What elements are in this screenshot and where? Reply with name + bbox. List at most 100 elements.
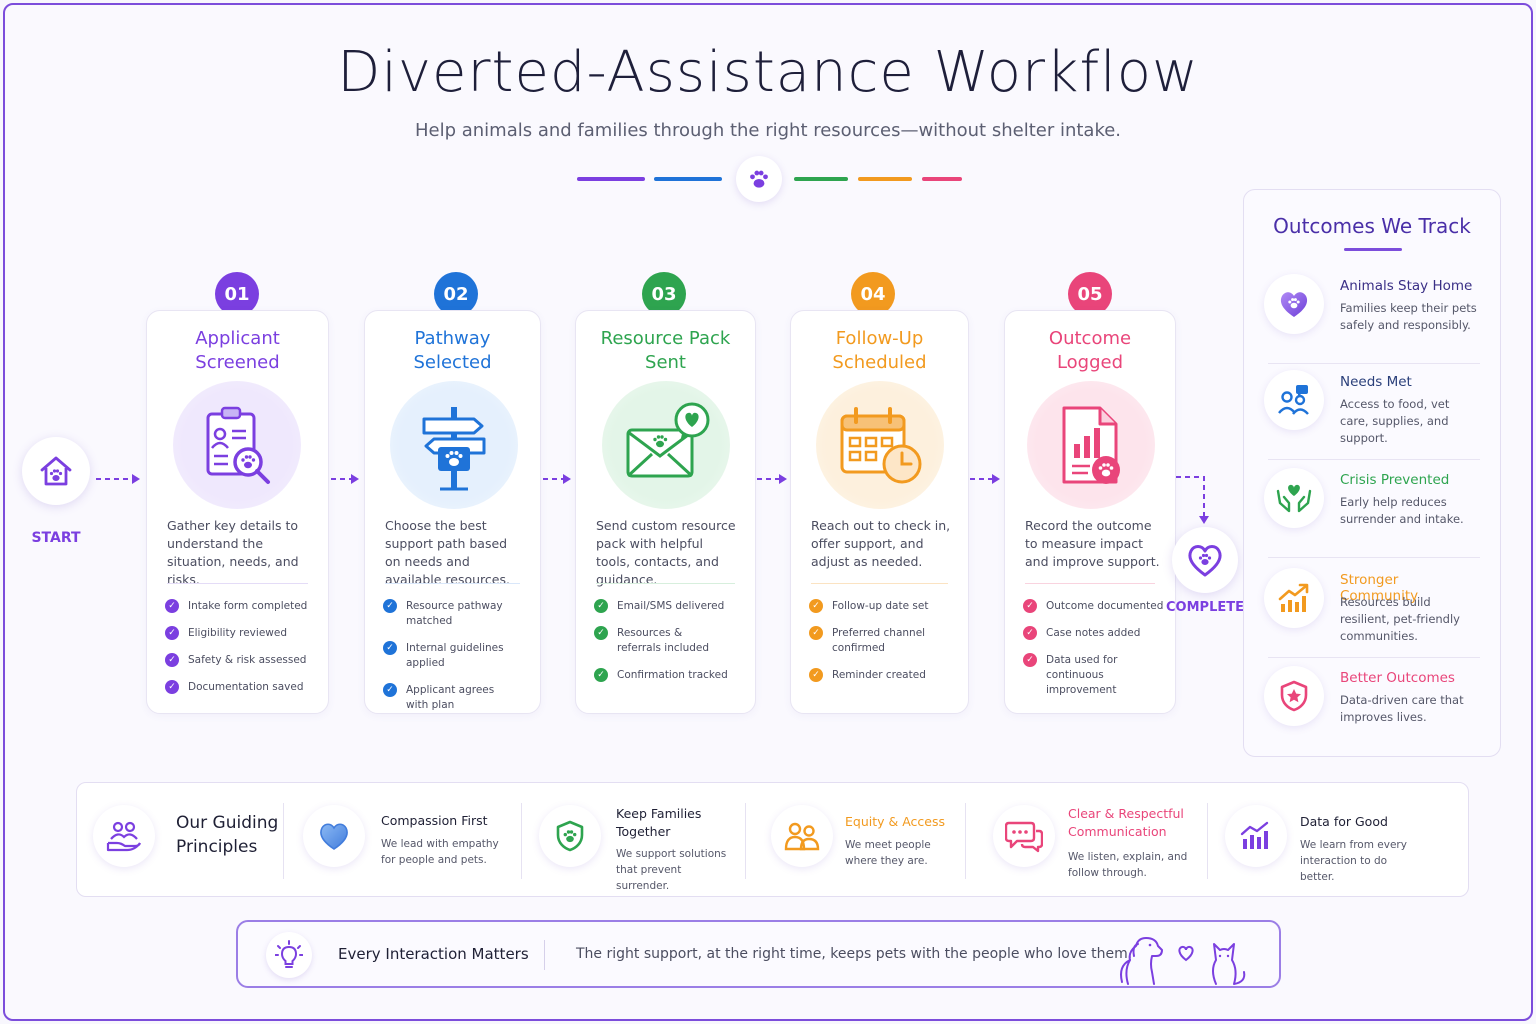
outcomes-panel: Outcomes We Track Animals Stay Home Fami… [1243,189,1501,757]
outcome-item-needs-met[interactable]: Needs Met Access to food, vet care, supp… [1264,370,1480,460]
step-checklist: ✓Resource pathway matched ✓Internal guid… [383,599,530,725]
outcome-description: Data-driven care that improves lives. [1340,693,1464,724]
shield-paw-icon [539,805,601,867]
check-icon: ✓ [165,653,179,667]
principle-description: We lead with empathy for people and pets… [381,838,499,866]
check-icon: ✓ [1023,599,1037,613]
principle-title: Data for Good [1300,814,1388,829]
check-icon: ✓ [809,668,823,682]
report-paw-icon [1027,381,1155,509]
outcome-description: Resources build resilient, pet-friendly … [1340,595,1460,643]
step-checklist: ✓Email/SMS delivered ✓Resources & referr… [594,599,745,695]
outcome-item-crisis-prevented[interactable]: Crisis Prevented Early help reduces surr… [1264,468,1480,558]
step-number-05: 05 [1068,272,1112,316]
step-description: Gather key details to understand the sit… [167,518,299,587]
signpost-icon [390,381,518,509]
check-item: ✓Applicant agrees with plan [383,683,530,713]
start-node[interactable] [22,437,90,505]
check-icon: ✓ [383,683,397,697]
principle-description: We meet people where they are. [845,839,931,867]
outcome-item-better-outcomes[interactable]: Better Outcomes Data-driven care that im… [1264,666,1480,756]
outcomes-title: Outcomes We Track [1273,214,1471,238]
step-number-04: 04 [851,272,895,316]
check-item: ✓Data used for continuous improvement [1023,653,1165,698]
complete-label: COMPLETE [1166,600,1244,615]
principle-equity-access[interactable]: Equity & Access We meet people where the… [745,783,965,898]
page-subtitle: Help animals and families through the ri… [414,120,1122,141]
bar-chart-icon [1225,805,1287,867]
principle-compassion-first[interactable]: Compassion First We lead with empathy fo… [283,783,521,898]
step-divider [596,583,735,584]
outcome-title: Better Outcomes [1340,670,1455,686]
flow-arrow [543,474,571,484]
check-item: ✓Outcome documented [1023,599,1165,614]
check-item: ✓Internal guidelines applied [383,641,530,671]
footer-title: Every Interaction Matters [338,945,529,963]
outcome-title: Stronger Community [1340,572,1419,604]
outcome-item-animals-stay-home[interactable]: Animals Stay Home Families keep their pe… [1264,274,1480,364]
flow-arrow [331,474,359,484]
paw-icon [736,156,782,202]
principle-description: We listen, explain, and follow through. [1068,851,1188,879]
check-item: ✓Resource pathway matched [383,599,530,629]
heart-paw-icon [1264,274,1324,334]
principle-data-for-good[interactable]: Data for Good We learn from every intera… [1207,783,1469,898]
check-item: ✓Resources & referrals included [594,626,745,656]
step-description: Reach out to check in, offer support, an… [811,518,951,569]
divider-segment-blue [654,177,722,181]
principle-title: Compassion First [381,813,488,828]
step-description: Send custom resource pack with helpful t… [596,518,736,587]
check-icon: ✓ [165,680,179,694]
outcome-description: Families keep their pets safely and resp… [1340,301,1477,332]
calendar-clock-icon [816,381,944,509]
principle-title: Keep Families Together [616,806,702,839]
check-icon: ✓ [165,599,179,613]
check-item: ✓Safety & risk assessed [165,653,318,668]
step-divider [167,583,308,584]
step-divider [811,583,948,584]
outcome-title: Animals Stay Home [1340,278,1473,294]
step-number-01: 01 [215,272,259,316]
principle-divider [965,803,966,879]
check-icon: ✓ [1023,626,1037,640]
flow-arrow [970,474,1000,484]
page-title: Diverted-Assistance Workflow [337,40,1199,105]
flow-arrow [96,474,140,484]
outcome-description: Early help reduces surrender and intake. [1340,495,1464,526]
step-checklist: ✓Follow-up date set ✓Preferred channel c… [809,599,958,695]
check-item: ✓Confirmation tracked [594,668,745,683]
principle-divider [521,803,522,879]
check-icon: ✓ [809,599,823,613]
check-item: ✓Email/SMS delivered [594,599,745,614]
principle-title: Clear & Respectful Communication [1068,806,1184,839]
divider-segment-green [794,177,848,181]
complete-node[interactable] [1172,527,1238,593]
principle-divider [745,803,746,879]
principle-keep-families-together[interactable]: Keep Families Together We support soluti… [521,783,745,898]
people-hand-icon [93,805,155,867]
principle-clear-respectful-communication[interactable]: Clear & Respectful Communication We list… [965,783,1207,898]
footer-divider [544,940,545,970]
check-icon: ✓ [809,626,823,640]
check-icon: ✓ [594,599,608,613]
outcome-item-stronger-community[interactable]: Stronger Community Resources build resil… [1264,568,1480,658]
people-chat-icon [1264,370,1324,430]
check-item: ✓Preferred channel confirmed [809,626,958,656]
dog-cat-heart-icon [1114,930,1260,990]
step-checklist: ✓Intake form completed ✓Eligibility revi… [165,599,318,707]
people-icon [771,805,833,867]
flow-arrow [757,474,787,484]
step-description: Record the outcome to measure impact and… [1025,518,1160,569]
check-item: ✓Documentation saved [165,680,318,695]
principle-description: We support solutions that prevent surren… [616,848,727,892]
outcome-divider [1268,557,1480,558]
